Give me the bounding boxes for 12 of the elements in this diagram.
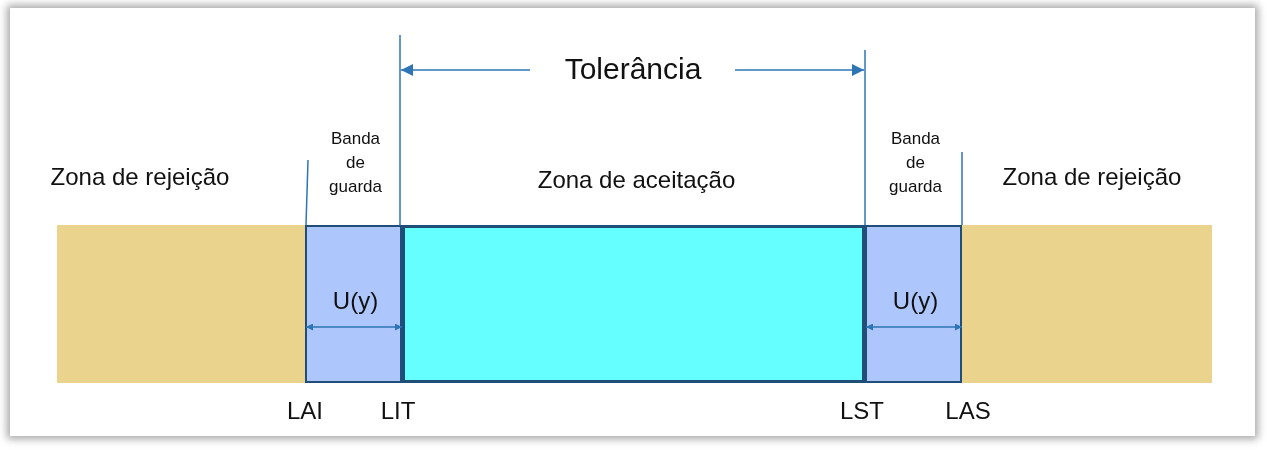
limit-label: LAI xyxy=(287,397,323,425)
uncertainty-label: U(y) xyxy=(891,287,940,316)
zone-heading: Zona de rejeição xyxy=(1001,163,1183,192)
limit-label: LST xyxy=(840,397,884,425)
tolerance-label: Tolerância xyxy=(564,52,702,86)
band-heading: Banda de guarda xyxy=(888,128,943,198)
zone-heading: Zona de rejeição xyxy=(49,163,231,192)
uncertainty-label: U(y) xyxy=(331,287,380,316)
limit-label: LAS xyxy=(945,397,991,425)
zone-heading: Zona de aceitação xyxy=(536,166,737,195)
limit-label: LIT xyxy=(380,397,416,425)
band-heading: Banda de guarda xyxy=(328,128,383,198)
